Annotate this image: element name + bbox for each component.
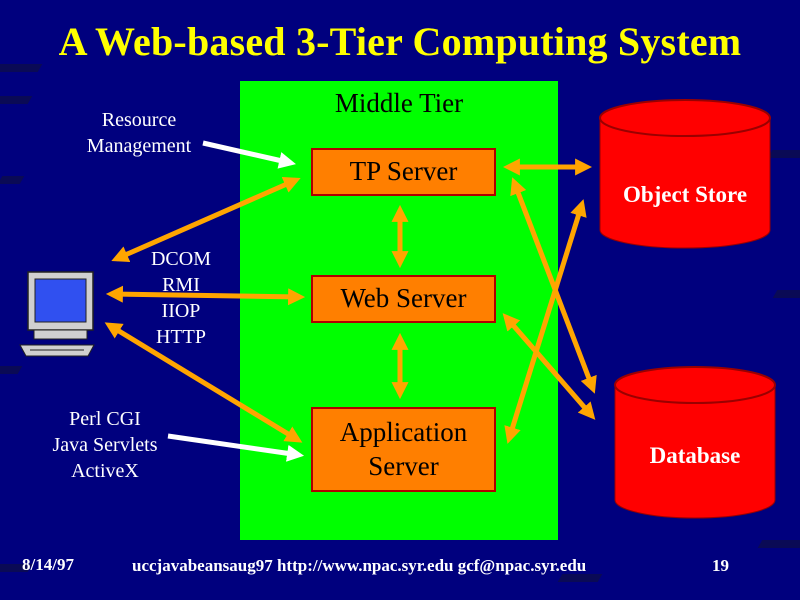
application-server-label: Application Server	[339, 416, 468, 481]
scripting-label: Perl CGI Java Servlets ActiveX	[52, 408, 158, 482]
web-server-box: Web Server	[311, 275, 496, 323]
scripting-arrow	[167, 433, 305, 462]
object-store-cylinder	[599, 99, 771, 249]
resource-management-arrow	[202, 140, 296, 169]
database-cylinder	[614, 366, 776, 519]
database-label: Database	[649, 443, 741, 468]
footer-source: uccjavabeansaug97 http://www.npac.syr.ed…	[132, 556, 587, 575]
protocols-label: DCOM RMI IIOP HTTP	[150, 248, 211, 348]
computer-icon	[19, 271, 95, 357]
footer-date: 8/14/97	[22, 555, 74, 574]
client-to-web-arrow	[105, 285, 306, 306]
app-to-object-store-arrow	[504, 199, 587, 444]
slide-title: A Web-based 3-Tier Computing System	[58, 19, 742, 64]
application-server-box: Application Server	[311, 407, 496, 492]
middle-tier-label: Middle Tier	[334, 88, 464, 118]
tp-server-box: TP Server	[311, 148, 496, 196]
footer-page-number: 19	[712, 556, 729, 575]
client-to-tp-arrow	[111, 176, 301, 263]
resource-management-label: Resource Management	[86, 109, 192, 157]
web-server-label: Web Server	[340, 283, 467, 314]
tp-server-label: TP Server	[349, 156, 458, 187]
client-to-app-arrow	[104, 322, 303, 443]
object-store-label: Object Store	[622, 182, 748, 207]
tp-to-database-arrow	[510, 177, 597, 394]
